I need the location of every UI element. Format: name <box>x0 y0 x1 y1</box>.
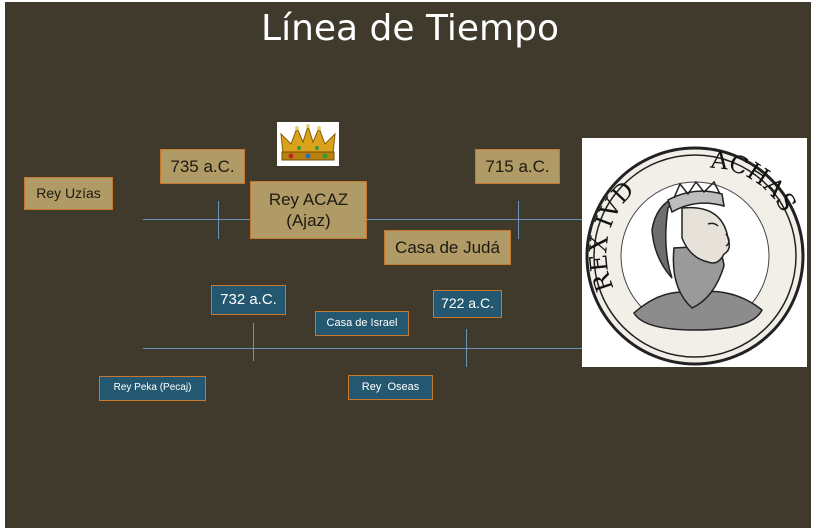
king-ahaz-portrait: REX IVD ACHAS <box>582 138 807 367</box>
judah-tick-735 <box>218 201 219 239</box>
israel-tick-732 <box>253 323 254 361</box>
crown-image <box>277 122 339 166</box>
date-715-label: 715 a.C. <box>475 149 560 184</box>
rey-oseas-label: Rey Oseas <box>348 375 433 400</box>
slide-title: Línea de Tiempo <box>261 8 559 49</box>
date-722-label: 722 a.C. <box>433 290 502 318</box>
rey-acaz-label: Rey ACAZ (Ajaz) <box>250 181 367 239</box>
rey-acaz-line2: (Ajaz) <box>286 211 331 230</box>
israel-timeline <box>143 348 583 349</box>
casa-de-israel-label: Casa de Israel <box>315 311 409 336</box>
rey-peka-label: Rey Peka (Pecaj) <box>99 376 206 401</box>
casa-de-juda-label: Casa de Judá <box>384 230 511 265</box>
israel-tick-722 <box>466 329 467 367</box>
date-732-label: 732 a.C. <box>211 285 286 315</box>
date-735-label: 735 a.C. <box>160 149 245 184</box>
rey-acaz-line1: Rey ACAZ <box>268 189 349 209</box>
rey-uzias-label: Rey Uzías <box>24 177 113 210</box>
judah-tick-715 <box>518 201 519 239</box>
